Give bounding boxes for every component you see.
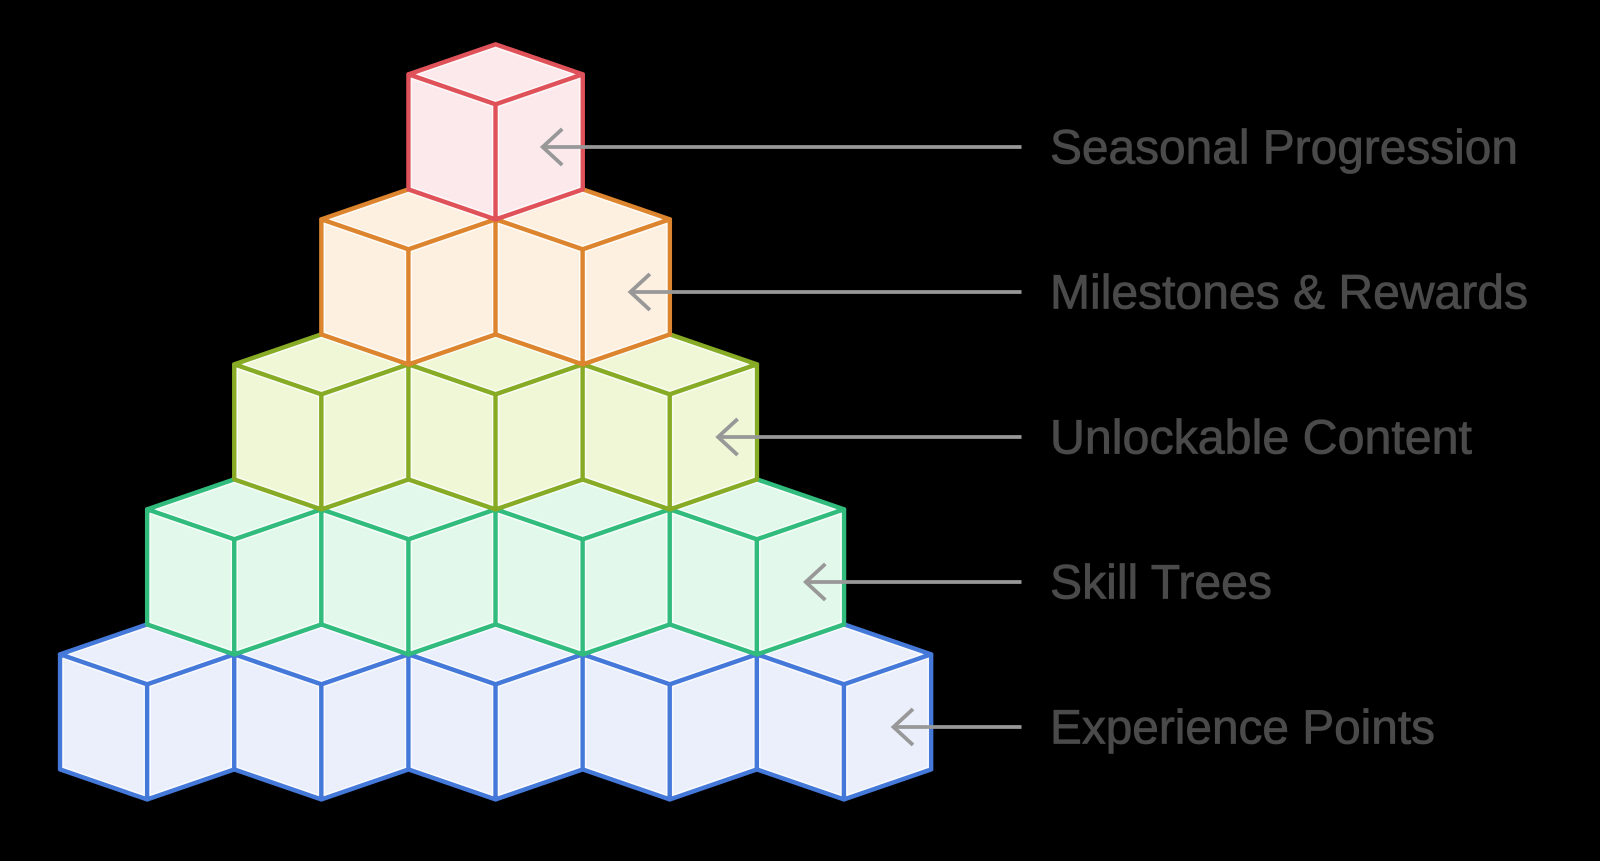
svg-text:Unlockable Content: Unlockable Content	[1050, 411, 1472, 465]
svg-text:Experience Points: Experience Points	[1050, 701, 1435, 755]
svg-text:Seasonal Progression: Seasonal Progression	[1050, 121, 1518, 175]
svg-text:Skill Trees: Skill Trees	[1050, 556, 1272, 610]
svg-text:Milestones & Rewards: Milestones & Rewards	[1050, 266, 1528, 320]
